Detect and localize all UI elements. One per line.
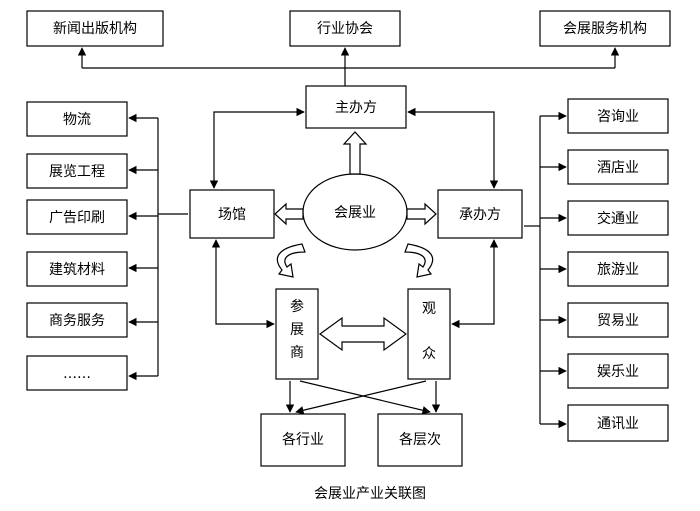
node-organizer: 承办方 xyxy=(437,189,523,239)
node-exhibition-engineering: 展览工程 xyxy=(26,153,158,189)
node-all-industries: 各行业 xyxy=(260,413,346,467)
exhibitor-char-3: 商 xyxy=(290,345,304,361)
venue-exhibitor-connector xyxy=(211,239,275,329)
node-transport: 交通业 xyxy=(540,200,669,236)
hollow-arrow-to-venue xyxy=(274,202,304,226)
node-news-publishing: 新闻出版机构 xyxy=(26,10,164,47)
host-venue-connector xyxy=(209,107,305,189)
node-exhibitor: 参 展 商 xyxy=(275,288,319,380)
node-all-levels: 各层次 xyxy=(377,413,463,467)
left-item-label: 商务服务 xyxy=(49,313,105,329)
organizer-audience-connector xyxy=(451,239,499,329)
venue-label: 场馆 xyxy=(218,207,246,223)
left-item-label: 广告印刷 xyxy=(49,210,105,226)
top-connectors xyxy=(77,47,620,86)
node-logistics: 物流 xyxy=(26,101,158,137)
node-more: …… xyxy=(26,355,158,391)
node-audience: 观 众 xyxy=(407,288,451,380)
node-industry-association: 行业协会 xyxy=(289,10,401,47)
left-column: 物流 展览工程 广告印刷 建筑材料 商务服务 …… xyxy=(26,101,188,391)
organizer-label: 承办方 xyxy=(459,207,501,223)
left-item-label: 物流 xyxy=(63,112,91,128)
node-advertising-printing: 广告印刷 xyxy=(26,199,158,235)
node-business-services: 商务服务 xyxy=(26,302,158,338)
bottom-connectors xyxy=(285,380,441,415)
left-item-label: 建筑材料 xyxy=(49,262,105,278)
node-telecom: 通讯业 xyxy=(540,404,669,442)
news-publishing-label: 新闻出版机构 xyxy=(53,21,137,37)
right-item-label: 旅游业 xyxy=(597,262,639,278)
exhibition-industry-label: 会展业 xyxy=(334,205,376,221)
left-item-label: 展览工程 xyxy=(49,164,105,180)
host-label: 主办方 xyxy=(335,100,377,116)
curved-arrow-left xyxy=(276,243,306,278)
exhibition-services-label: 会展服务机构 xyxy=(563,21,647,37)
node-host: 主办方 xyxy=(305,85,407,129)
left-item-label: …… xyxy=(63,366,91,382)
hollow-double-arrow xyxy=(318,316,408,352)
node-consulting: 咨询业 xyxy=(540,98,669,134)
diagram-caption: 会展业产业关联图 xyxy=(314,486,426,502)
right-column: 咨询业 酒店业 交通业 旅游业 贸易业 娱乐业 xyxy=(524,98,669,442)
right-item-label: 咨询业 xyxy=(597,109,639,125)
node-building-materials: 建筑材料 xyxy=(26,251,158,287)
hollow-arrow-to-organizer xyxy=(406,202,437,226)
node-tourism: 旅游业 xyxy=(540,251,669,287)
all-levels-label: 各层次 xyxy=(399,432,441,448)
curved-arrow-right xyxy=(404,243,434,278)
right-item-label: 娱乐业 xyxy=(597,364,639,380)
hollow-arrow-to-host xyxy=(342,131,368,175)
right-item-label: 贸易业 xyxy=(597,313,639,329)
right-item-label: 通讯业 xyxy=(597,416,639,432)
node-trade: 贸易业 xyxy=(540,302,669,338)
right-item-label: 交通业 xyxy=(597,210,639,227)
node-exhibition-services: 会展服务机构 xyxy=(539,10,671,47)
node-exhibition-industry: 会展业 xyxy=(302,173,408,251)
right-item-label: 酒店业 xyxy=(597,160,639,176)
all-industries-label: 各行业 xyxy=(282,432,324,448)
audience-char-1: 观 xyxy=(422,301,436,317)
industry-association-label: 行业协会 xyxy=(317,21,373,37)
node-hotel: 酒店业 xyxy=(540,149,669,185)
node-venue: 场馆 xyxy=(189,189,275,239)
audience-char-2: 众 xyxy=(422,346,436,362)
exhibitor-char-2: 展 xyxy=(290,322,304,338)
node-entertainment: 娱乐业 xyxy=(540,353,669,389)
host-organizer-connector xyxy=(407,107,499,189)
exhibitor-char-1: 参 xyxy=(290,298,304,315)
